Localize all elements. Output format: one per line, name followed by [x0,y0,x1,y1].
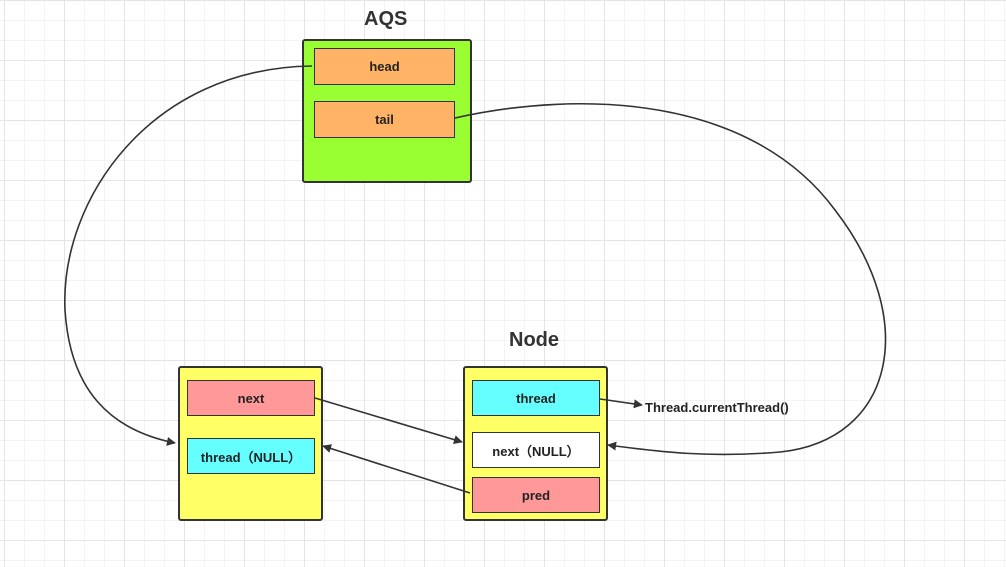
left-node-thread-field: thread（NULL） [187,438,315,474]
current-thread-label: Thread.currentThread() [645,400,789,415]
node-title: Node [509,329,559,351]
left-node-box: next thread（NULL） [178,366,323,521]
aqs-tail-field: tail [314,101,455,138]
aqs-title: AQS [364,8,408,30]
thread-to-current-thread-arrow [599,398,643,409]
right-node-thread-field: thread [472,380,600,416]
tail-to-right-node-arrow [454,102,887,456]
next-to-right-node-arrow [314,397,463,444]
left-node-next-field: next [187,380,315,416]
aqs-head-field: head [314,48,455,85]
right-node-next-field: next（NULL） [472,432,600,468]
aqs-box: head tail [302,39,472,183]
right-node-box: thread next（NULL） pred [463,366,608,521]
pred-to-left-node-arrow [322,444,471,494]
head-to-left-node-arrow [64,65,313,446]
right-node-pred-field: pred [472,477,600,513]
